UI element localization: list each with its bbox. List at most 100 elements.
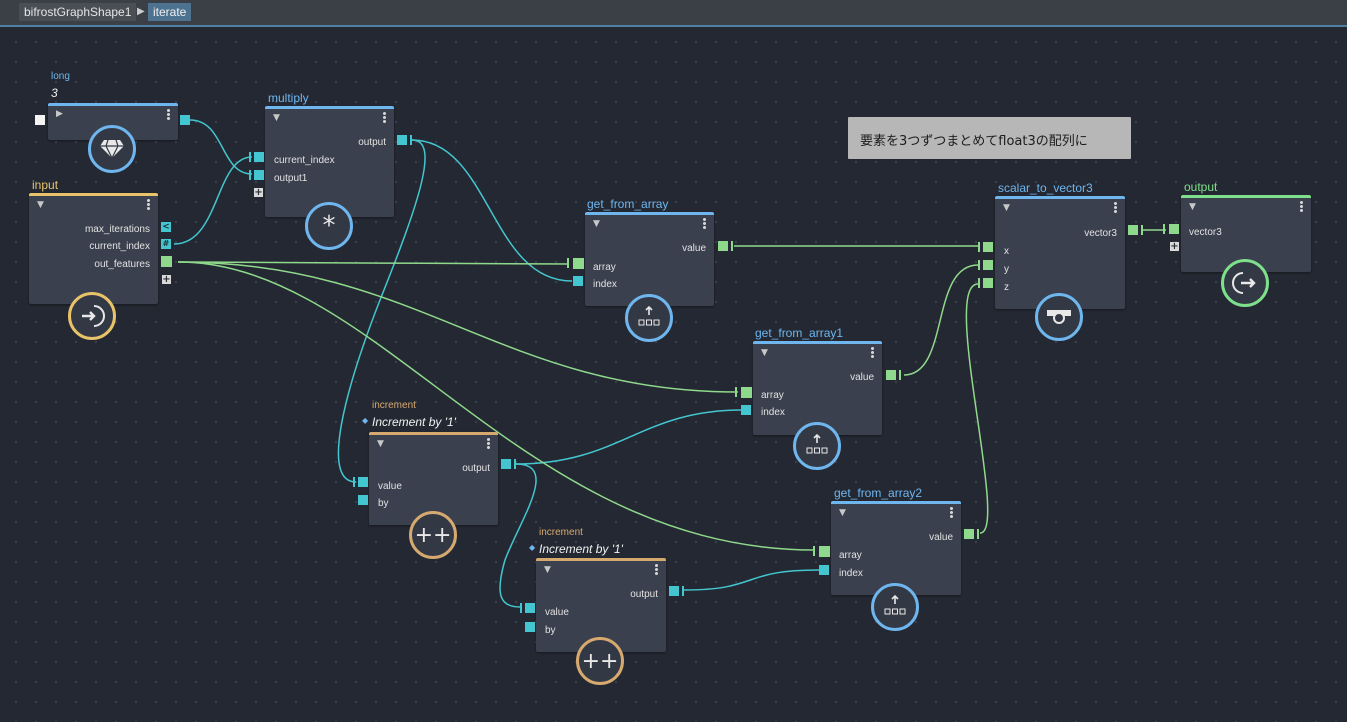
exit-arrow-icon	[1221, 259, 1269, 307]
pin-icon: ◆	[529, 543, 536, 552]
breadcrumb-graph[interactable]: bifrostGraphShape1	[19, 3, 137, 21]
node-menu-icon[interactable]	[167, 108, 171, 121]
get-from-array2-index-port[interactable]	[819, 565, 829, 575]
port-label-index: index	[761, 407, 785, 418]
increment2-title: Increment by '1'	[539, 542, 623, 556]
breadcrumb: bifrostGraphShape1 ▶ iterate	[0, 0, 1347, 27]
get-from-array1-value-port[interactable]	[886, 370, 896, 380]
breadcrumb-compound[interactable]: iterate	[148, 3, 192, 21]
increment2-type-label: increment	[539, 527, 583, 538]
multiply-node[interactable]: ▼ output current_index output1	[265, 106, 394, 217]
increment-by-port[interactable]	[358, 495, 368, 505]
comment-note[interactable]: 要素を3つずつまとめてfloat3の配列に	[848, 117, 1131, 159]
get-from-array-icon	[793, 422, 841, 470]
increment-value-port[interactable]	[358, 477, 368, 487]
long-output-port[interactable]	[180, 115, 190, 125]
wire-features-to-getarray1	[177, 261, 739, 393]
node-menu-icon[interactable]	[147, 198, 151, 211]
collapse-caret-icon[interactable]: ▼	[37, 200, 44, 210]
get-from-array1-node[interactable]: ▼ value array index	[753, 341, 882, 435]
diamond-icon	[88, 125, 136, 173]
collapse-caret-icon[interactable]: ▼	[839, 508, 846, 518]
pin-icon: ◆	[362, 416, 369, 425]
long-checkbox[interactable]	[35, 115, 45, 125]
increment-output-port[interactable]	[501, 459, 511, 469]
node-menu-icon[interactable]	[1114, 201, 1118, 214]
port-connector	[899, 370, 901, 380]
input-node[interactable]: ▼ max_iterations current_index out_featu…	[29, 193, 158, 304]
get-from-array-array-port[interactable]	[573, 258, 584, 269]
node-menu-icon[interactable]	[950, 506, 954, 519]
enter-arrow-icon	[68, 292, 116, 340]
get-from-array2-value-port[interactable]	[964, 529, 974, 539]
port-connector	[249, 152, 251, 162]
port-connector	[249, 170, 251, 180]
collapse-caret-icon[interactable]: ▼	[1003, 203, 1010, 213]
increment-node[interactable]: ▼ output value by	[369, 432, 498, 525]
increment2-by-port[interactable]	[525, 622, 535, 632]
port-label-vector3: vector3	[1084, 228, 1117, 239]
port-label-index: index	[593, 279, 617, 290]
output-vector3-port[interactable]	[1169, 224, 1179, 234]
increment-title: Increment by '1'	[372, 415, 456, 429]
port-connector	[978, 278, 980, 288]
wire-features-to-getarray2	[177, 261, 816, 551]
current-index-port[interactable]: #	[161, 239, 171, 249]
scalar-to-vector3-x-port[interactable]	[983, 242, 993, 252]
add-port-icon[interactable]: +	[162, 274, 171, 285]
get-from-array1-index-port[interactable]	[741, 405, 751, 415]
port-connector	[978, 242, 980, 252]
comment-note-text: 要素を3つずつまとめてfloat3の配列に	[860, 134, 1088, 149]
wire-multiply-to-getarray-index	[411, 139, 573, 282]
get-from-array-node[interactable]: ▼ value array index	[585, 212, 714, 306]
increment2-output-port[interactable]	[669, 586, 679, 596]
collapse-caret-icon[interactable]: ▼	[273, 113, 280, 123]
multiply-output-port[interactable]	[397, 135, 407, 145]
port-connector	[567, 258, 569, 268]
get-from-array1-node-title: get_from_array1	[755, 326, 844, 340]
increment-type-label: increment	[372, 400, 416, 411]
port-label-current-index: current_index	[274, 155, 335, 166]
wire-increment2-to-getarray2	[683, 569, 820, 591]
get-from-array2-array-port[interactable]	[819, 546, 830, 557]
node-menu-icon[interactable]	[383, 111, 387, 124]
multiply-current-index-port[interactable]	[254, 152, 264, 162]
node-menu-icon[interactable]	[703, 217, 707, 230]
collapse-caret-icon[interactable]: ▼	[377, 439, 384, 449]
port-connector	[514, 459, 516, 469]
node-menu-icon[interactable]	[1300, 200, 1304, 213]
port-connector	[682, 586, 684, 596]
max-iterations-port[interactable]: <	[161, 222, 171, 232]
node-menu-icon[interactable]	[871, 346, 875, 359]
port-connector	[1163, 224, 1165, 234]
long-value-label: 3	[51, 86, 58, 100]
get-from-array1-array-port[interactable]	[741, 387, 752, 398]
collapse-caret-icon[interactable]: ▶	[56, 109, 63, 119]
add-port-icon[interactable]: +	[1170, 241, 1179, 252]
port-label-output: output	[630, 589, 658, 600]
multiply-output1-port[interactable]	[254, 170, 264, 180]
scalar-to-vector3-y-port[interactable]	[983, 260, 993, 270]
node-menu-icon[interactable]	[487, 437, 491, 450]
scalar-to-vector3-z-port[interactable]	[983, 278, 993, 288]
get-from-array2-node[interactable]: ▼ value array index	[831, 501, 961, 595]
node-menu-icon[interactable]	[655, 563, 659, 576]
add-port-icon[interactable]: +	[254, 187, 263, 198]
collapse-caret-icon[interactable]: ▼	[761, 348, 768, 358]
port-connector	[813, 546, 815, 556]
scalar-to-vector3-node[interactable]: ▼ vector3 x y z	[995, 196, 1125, 309]
port-label-max-iterations: max_iterations	[84, 224, 150, 235]
increment2-node[interactable]: ▼ output value by	[536, 558, 666, 652]
get-from-array-value-port[interactable]	[718, 241, 728, 251]
collapse-caret-icon[interactable]: ▼	[1189, 202, 1196, 212]
out-features-port[interactable]	[161, 256, 172, 267]
port-label-vector3: vector3	[1189, 227, 1222, 238]
wire-multiply-to-increment	[337, 139, 426, 483]
port-label-z: z	[1004, 282, 1009, 293]
scalar-to-vector3-output-port[interactable]	[1128, 225, 1138, 235]
increment2-value-port[interactable]	[525, 603, 535, 613]
collapse-caret-icon[interactable]: ▼	[544, 565, 551, 575]
get-from-array-index-port[interactable]	[573, 276, 583, 286]
port-label-current-index: current_index	[89, 241, 150, 252]
collapse-caret-icon[interactable]: ▼	[593, 219, 600, 229]
